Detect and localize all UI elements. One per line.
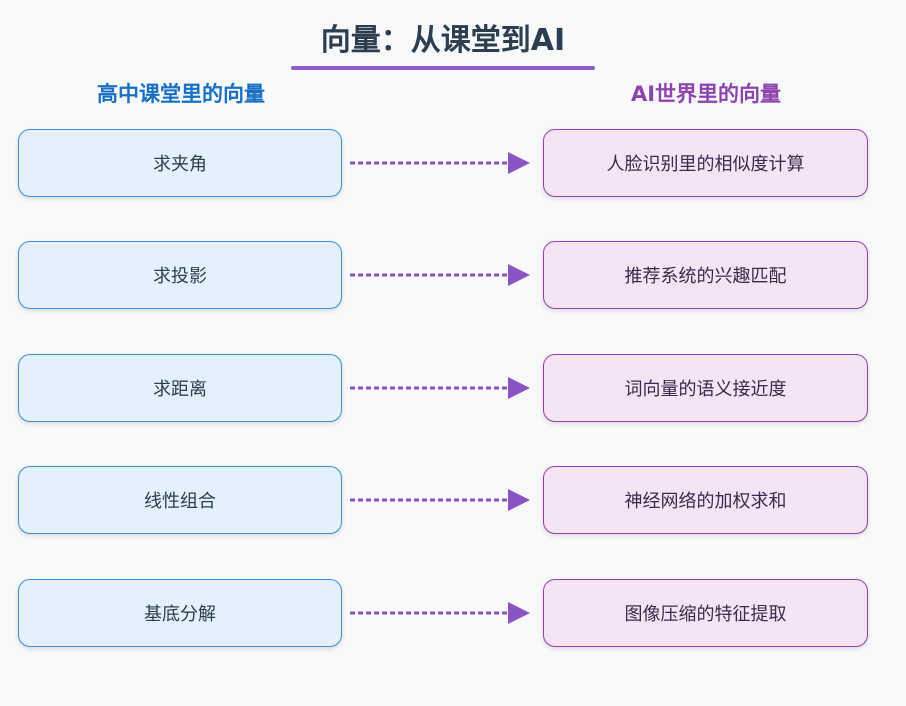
dashed-arrow-icon <box>350 264 530 286</box>
dashed-arrow-icon <box>350 152 530 174</box>
classroom-concept-box: 求夹角 <box>18 129 342 197</box>
mapping-row-1: 求夹角 人脸识别里的相似度计算 <box>0 129 906 201</box>
dashed-arrow-icon <box>350 377 530 399</box>
ai-application-box: 神经网络的加权求和 <box>543 466 868 534</box>
mapping-row-4: 线性组合 神经网络的加权求和 <box>0 466 906 538</box>
classroom-concept-box: 求投影 <box>18 241 342 309</box>
right-column-header: AI世界里的向量 <box>630 82 782 106</box>
left-column-header: 高中课堂里的向量 <box>97 82 265 106</box>
mapping-row-3: 求距离 词向量的语义接近度 <box>0 354 906 426</box>
mapping-row-2: 求投影 推荐系统的兴趣匹配 <box>0 241 906 313</box>
dashed-arrow-icon <box>350 602 530 624</box>
ai-application-box: 图像压缩的特征提取 <box>543 579 868 647</box>
page-title: 向量：从课堂到AI <box>320 23 566 58</box>
classroom-concept-box: 线性组合 <box>18 466 342 534</box>
classroom-concept-box: 求距离 <box>18 354 342 422</box>
ai-application-box: 人脸识别里的相似度计算 <box>543 129 868 197</box>
mapping-row-5: 基底分解 图像压缩的特征提取 <box>0 579 906 651</box>
title-underline <box>291 66 595 70</box>
classroom-concept-box: 基底分解 <box>18 579 342 647</box>
dashed-arrow-icon <box>350 489 530 511</box>
ai-application-box: 推荐系统的兴趣匹配 <box>543 241 868 309</box>
ai-application-box: 词向量的语义接近度 <box>543 354 868 422</box>
